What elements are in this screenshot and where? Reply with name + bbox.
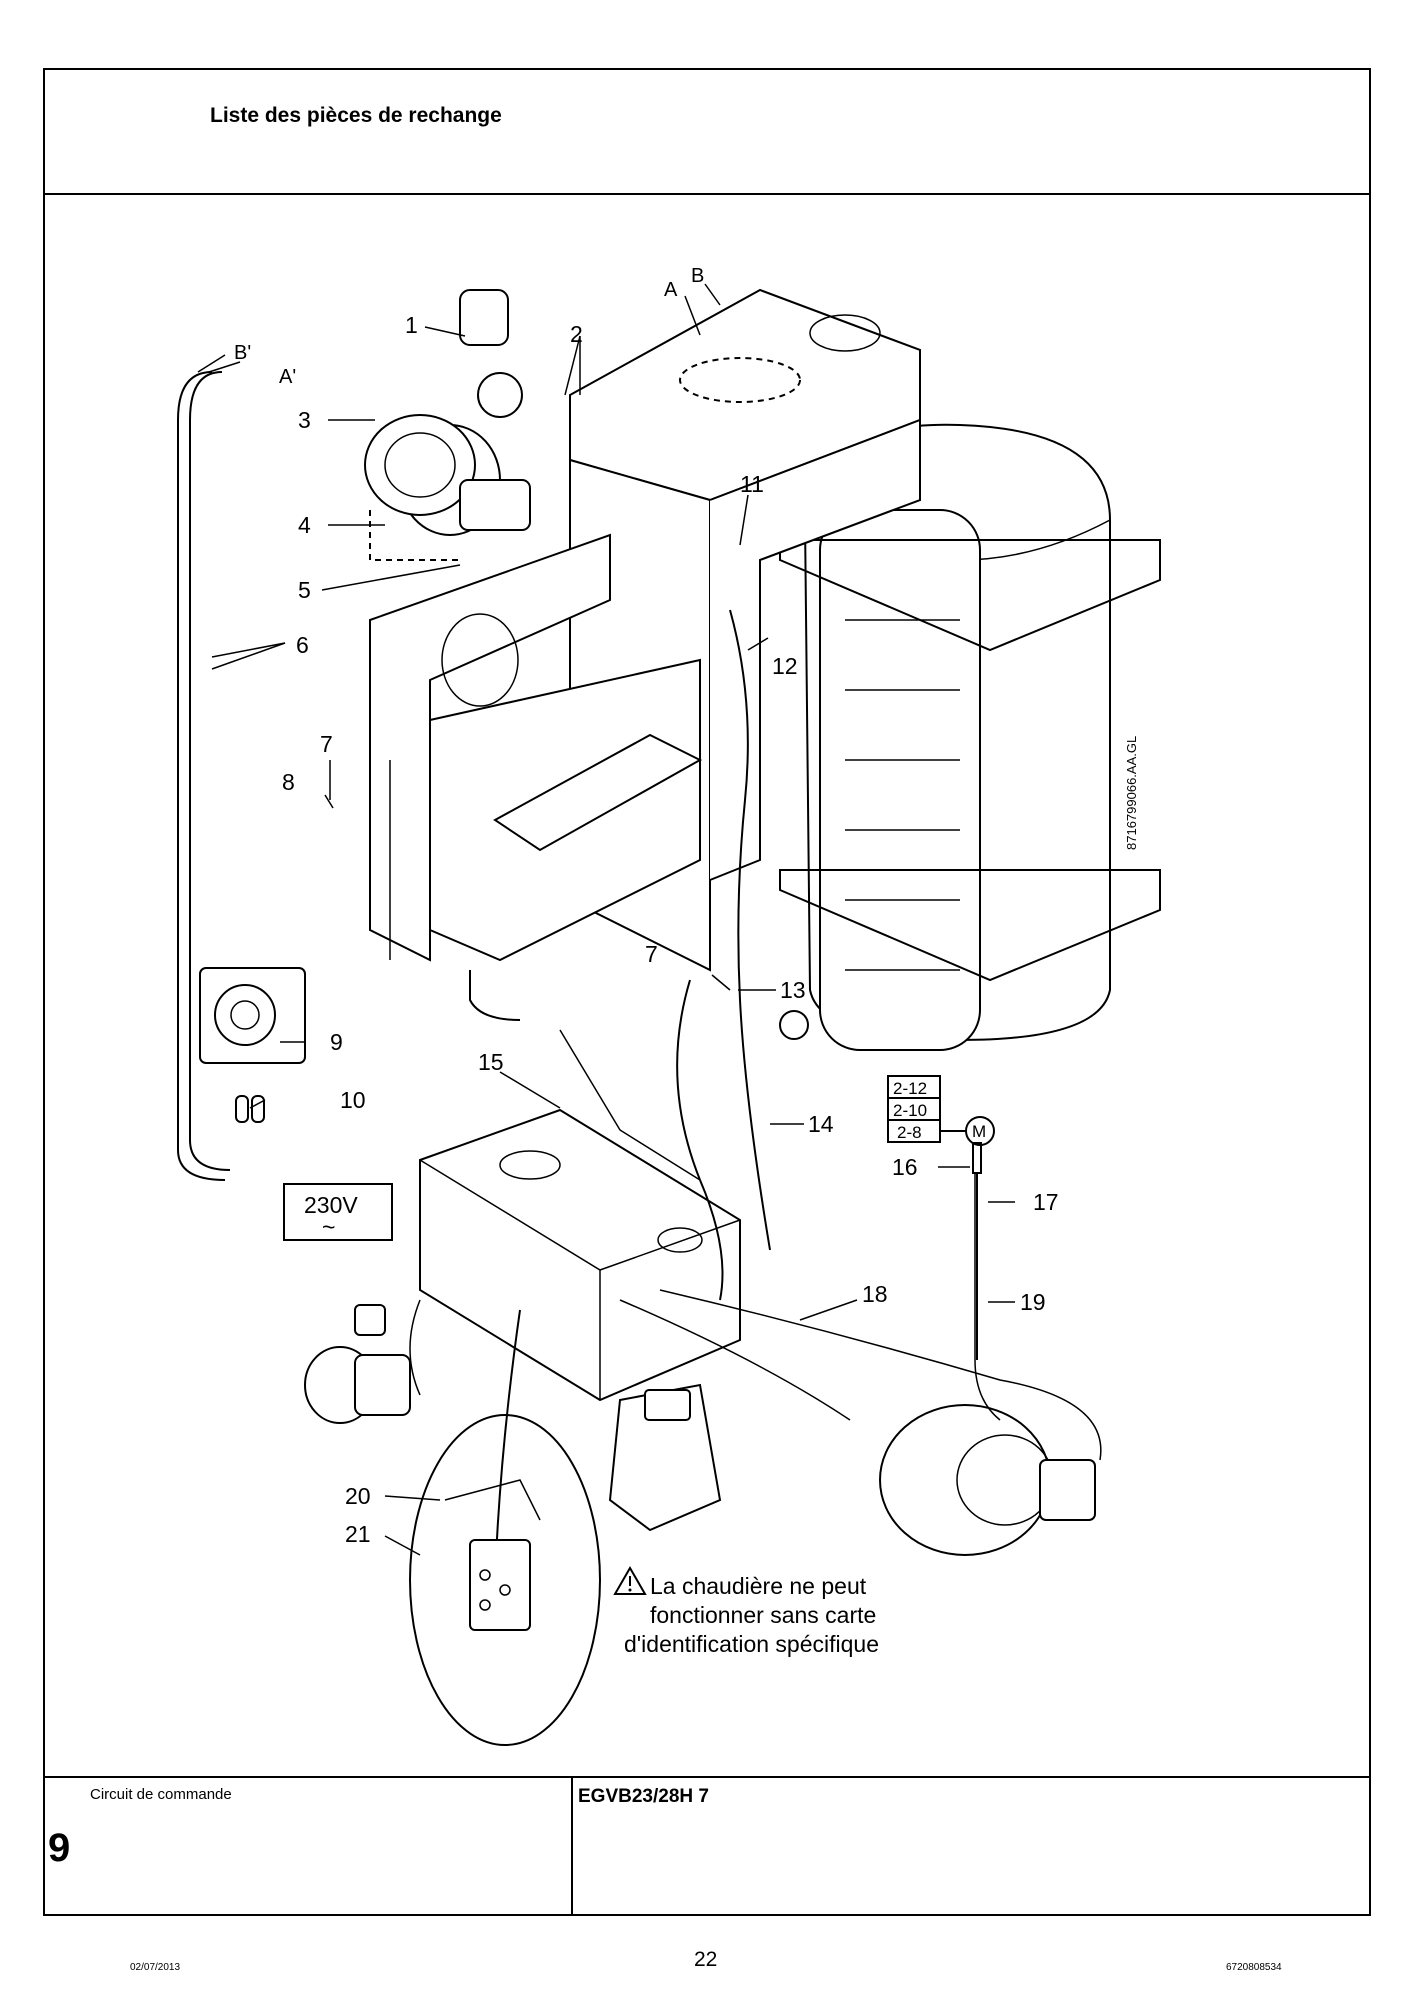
circulator-pump xyxy=(304,1304,411,1424)
leader-lines xyxy=(197,283,1015,1556)
callout-10: 10 xyxy=(340,1087,366,1113)
document-code: 6720808534 xyxy=(1226,1962,1282,1973)
section-label: Circuit de commande xyxy=(90,1786,232,1803)
callout-20: 20 xyxy=(345,1483,371,1509)
callout-13: 13 xyxy=(780,977,806,1003)
fan-assembly xyxy=(364,289,531,561)
callout-3: 3 xyxy=(298,407,311,433)
fuses xyxy=(235,1095,265,1123)
storage-tank xyxy=(779,423,1161,1051)
label-a-prime: A' xyxy=(279,366,296,388)
warning-line-3: d'identification spécifique xyxy=(624,1631,879,1657)
control-box xyxy=(419,1108,741,1402)
temperature-probe xyxy=(972,1142,982,1360)
callout-8: 8 xyxy=(282,769,295,795)
detail-inset xyxy=(409,1414,601,1746)
footer-divider xyxy=(43,1776,1371,1778)
callout-11: 11 xyxy=(740,471,764,497)
callout-7: 7 xyxy=(320,731,333,757)
motor-code: 2-8 xyxy=(897,1123,922,1142)
callout-7b: 7 xyxy=(645,941,658,967)
warning-triangle-icon xyxy=(613,1565,647,1595)
callout-5: 5 xyxy=(298,577,311,603)
callout-15: 15 xyxy=(478,1049,504,1075)
label-b: B xyxy=(691,265,704,287)
motor-code: 2-10 xyxy=(893,1101,927,1120)
fan-motor xyxy=(879,1404,1096,1556)
callout-18: 18 xyxy=(862,1281,888,1307)
boiler-chassis xyxy=(369,288,921,1021)
page-frame xyxy=(43,68,1371,1916)
callout-14: 14 xyxy=(808,1111,834,1137)
drawing-reference: 8716799066.AA.GL xyxy=(1124,736,1139,850)
voltage-label: 230V xyxy=(304,1192,358,1218)
motor-code-table: 2-12 2-10 2-8 M xyxy=(887,1075,995,1146)
gas-valve xyxy=(608,1383,722,1532)
callout-17: 17 xyxy=(1033,1189,1059,1215)
warning-line-1: La chaudière ne peut xyxy=(650,1573,867,1599)
voltage-box xyxy=(283,1183,393,1241)
callout-12: 12 xyxy=(772,653,798,679)
model-name: EGVB23/28H 7 xyxy=(578,1786,709,1807)
callout-1: 1 xyxy=(405,312,418,338)
header-divider xyxy=(43,193,1371,195)
label-a: A xyxy=(664,279,678,301)
callout-16: 16 xyxy=(892,1154,918,1180)
callout-9: 9 xyxy=(330,1029,343,1055)
ac-symbol: ~ xyxy=(322,1214,335,1240)
footer-date: 02/07/2013 xyxy=(130,1962,181,1973)
page-title: Liste des pièces de rechange xyxy=(210,104,502,127)
callout-6: 6 xyxy=(296,632,309,658)
callout-21: 21 xyxy=(345,1521,371,1547)
page-number: 22 xyxy=(694,1948,718,1971)
motor-symbol xyxy=(965,1116,995,1146)
footer-column-divider xyxy=(571,1776,573,1916)
pressure-switch xyxy=(199,967,306,1064)
motor-letter: M xyxy=(972,1122,986,1141)
label-b-prime: B' xyxy=(234,342,251,364)
callout-4: 4 xyxy=(298,512,311,538)
section-number: 9 xyxy=(48,1826,71,1870)
callout-19: 19 xyxy=(1020,1289,1046,1315)
pressure-hoses xyxy=(177,371,231,1181)
warning-line-2: fonctionner sans carte xyxy=(650,1602,876,1628)
callout-2: 2 xyxy=(570,321,583,347)
motor-code: 2-12 xyxy=(893,1079,927,1098)
